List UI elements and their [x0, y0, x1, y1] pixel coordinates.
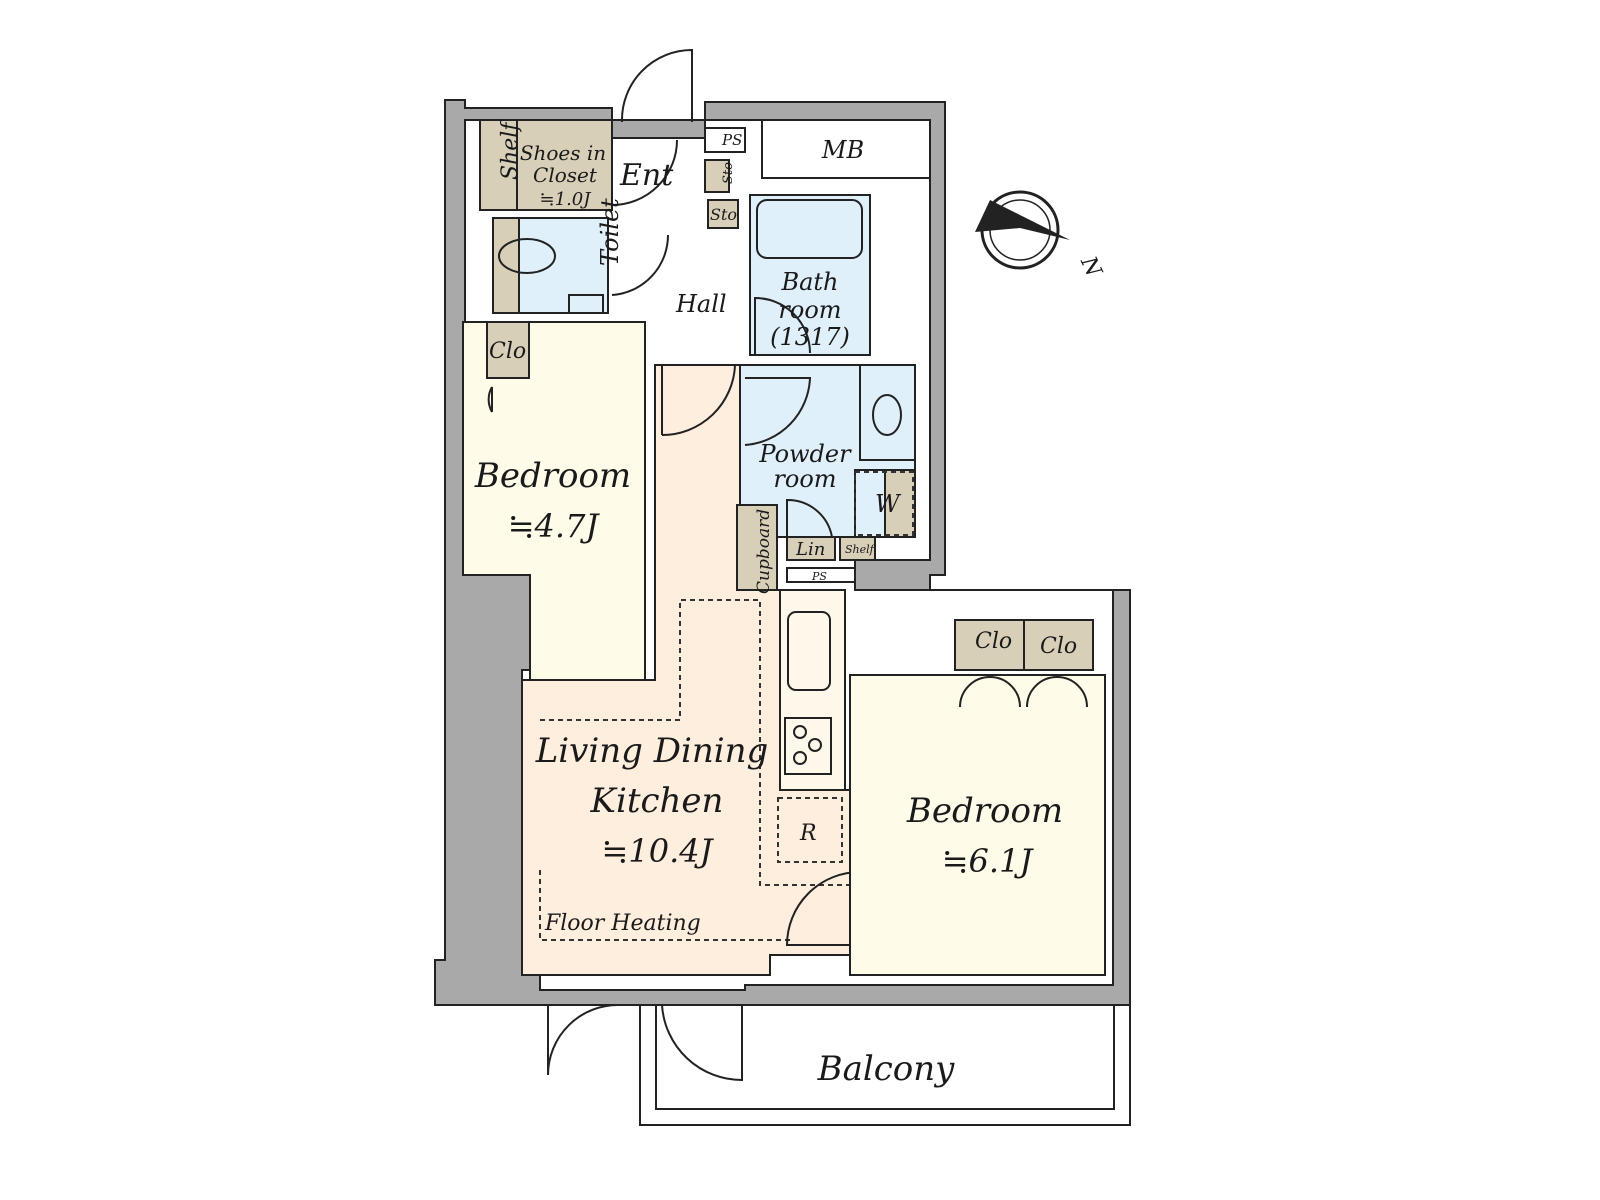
- front-door-icon[interactable]: [620, 48, 693, 123]
- powder-door-icon: [744, 377, 812, 446]
- bedroom-2[interactable]: [849, 674, 1106, 976]
- burner-icon: [793, 725, 807, 739]
- vanity: [859, 364, 916, 461]
- storage-2[interactable]: [707, 199, 739, 229]
- ps-mid-label: PS: [811, 570, 827, 583]
- mb-label: MB: [821, 136, 864, 164]
- closet-door-icon: [487, 386, 493, 413]
- cupboard[interactable]: [736, 504, 778, 591]
- ps-mid: [786, 567, 856, 583]
- compass-north-label: N: [1075, 252, 1107, 282]
- bedroom-1-size: ≒4.7J: [508, 507, 601, 545]
- door-swing-icon: [785, 871, 861, 946]
- toilet-icon: [498, 238, 556, 274]
- ldk-size: ≒10.4J: [602, 832, 715, 870]
- storage-1[interactable]: [704, 159, 730, 193]
- cupboard-label: Cupboard: [754, 509, 774, 594]
- balcony: [639, 1004, 1131, 1126]
- washer-shelf: [884, 469, 916, 538]
- washer-label: W: [875, 490, 902, 518]
- burner-icon: [808, 738, 822, 752]
- entrance-label: Ent: [619, 158, 674, 193]
- sto-1-label: Sto: [721, 162, 736, 184]
- balcony-inner-line: [655, 1004, 1115, 1110]
- bathtub-icon: [756, 199, 863, 259]
- closet-small-label: Clo: [489, 339, 526, 364]
- burner-icon: [793, 751, 807, 765]
- bath-door-icon: [754, 296, 811, 355]
- closet-a-label: Clo: [975, 629, 1012, 654]
- sto-2-label: Sto: [710, 205, 737, 224]
- shoes-closet-label-2: Closet: [533, 163, 598, 187]
- bathroom-label-2: room: [778, 296, 841, 324]
- powder-room-label-2: room: [773, 465, 836, 493]
- shoes-closet-label-1: Shoes in: [520, 141, 606, 165]
- bathroom[interactable]: [749, 194, 871, 356]
- shelf-label: Shelf: [498, 119, 523, 180]
- washer-outline: [854, 471, 914, 536]
- linen-door-icon: [786, 498, 833, 538]
- bedroom-2-label: Bedroom: [906, 791, 1063, 831]
- stove-icon: [784, 717, 832, 775]
- floor-heating-label: Floor Heating: [544, 911, 701, 936]
- ldk-label-2: Kitchen: [590, 781, 724, 821]
- linen-label: Lin: [795, 539, 825, 560]
- sink-icon: [787, 611, 831, 691]
- floor-heating-boundary: [540, 599, 850, 886]
- closet-a[interactable]: [954, 619, 1025, 671]
- entrance-door-icon: [611, 139, 678, 206]
- bedroom-1-label: Bedroom: [474, 456, 631, 496]
- ps-top: [704, 127, 746, 153]
- door-swing-icon: [661, 364, 736, 437]
- hand-sink-icon: [568, 294, 604, 314]
- toilet-tank-area: [492, 217, 520, 314]
- closet-doors-icon: [959, 675, 1088, 708]
- balcony-door-icon[interactable]: [661, 1004, 743, 1082]
- balcony-door-icon[interactable]: [547, 1003, 621, 1076]
- ldk-label-1: Living Dining: [535, 731, 769, 771]
- shoes-in-closet[interactable]: [516, 119, 613, 211]
- floor-heating-boundary-lower: [539, 870, 790, 941]
- meter-box: [761, 119, 931, 179]
- shelf-small[interactable]: [839, 536, 876, 561]
- bathroom-label-1: Bath: [780, 268, 838, 296]
- ps-top-label: PS: [721, 131, 742, 149]
- closet-b-label: Clo: [1040, 634, 1077, 659]
- toilet-label: Toilet: [596, 198, 624, 266]
- compass-icon: N: [975, 190, 1107, 282]
- shelf-small-label: Shelf: [845, 543, 876, 556]
- shelf[interactable]: [479, 119, 518, 211]
- powder-room-label-1: Powder: [758, 440, 852, 468]
- bathroom-label-3: (1317): [770, 323, 850, 351]
- linen-closet[interactable]: [786, 536, 836, 561]
- closet-b[interactable]: [1023, 619, 1094, 671]
- closet-small[interactable]: [486, 321, 530, 379]
- hall-label: Hall: [675, 290, 727, 318]
- refrigerator-label: R: [799, 821, 817, 846]
- refrigerator-space: [777, 797, 843, 863]
- shoes-closet-size: ≒1.0J: [540, 189, 593, 210]
- bedroom-2-size: ≒6.1J: [942, 842, 1035, 880]
- balcony-label: Balcony: [817, 1049, 956, 1089]
- basin-icon: [872, 394, 902, 436]
- toilet-door-icon: [611, 234, 670, 296]
